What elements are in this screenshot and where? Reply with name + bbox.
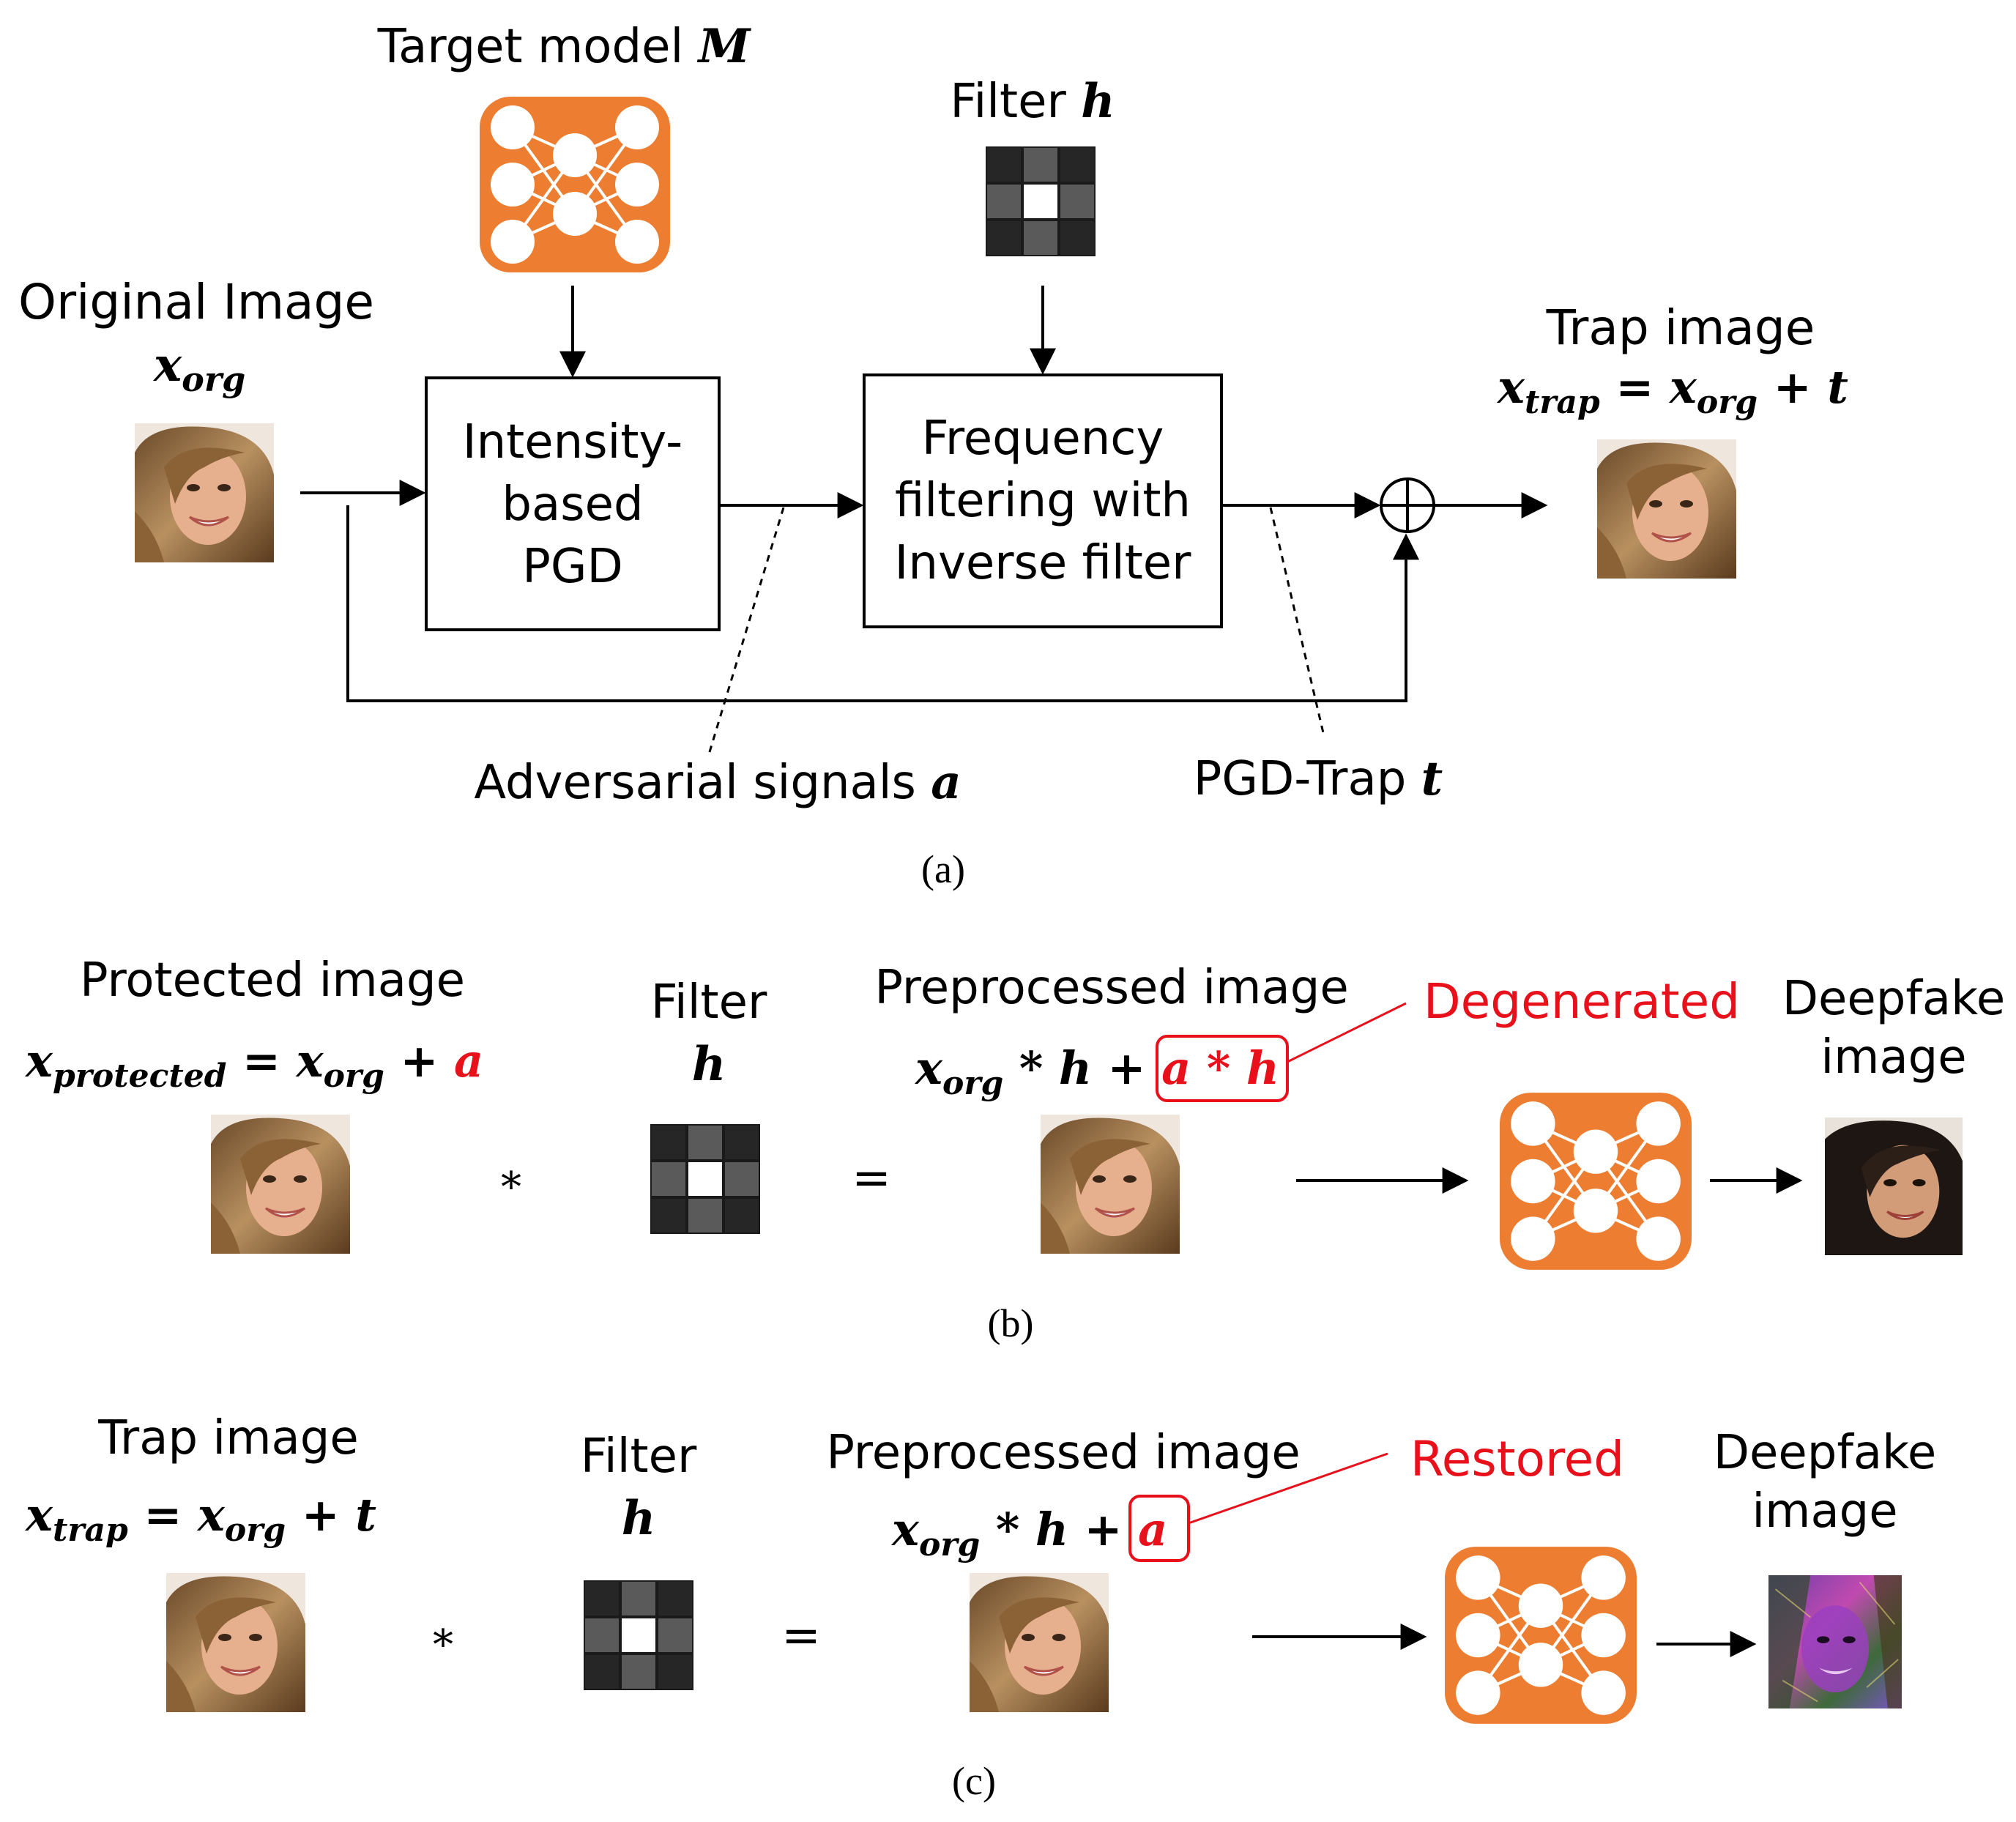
deepfake-face-photo-b (1825, 1117, 1963, 1256)
deepfake-label-b-2: image (1820, 1030, 1966, 1085)
flow-arrows-a (300, 286, 1548, 702)
trap-face-photo-c (165, 1573, 306, 1712)
filter-label-a: Filter h (950, 74, 1115, 129)
panel-c: Trap image xtrap = xorg + t * Filter h =… (24, 1411, 1936, 1803)
preprocessed-face-photo-c (969, 1573, 1109, 1712)
intensity-pgd-box (425, 376, 721, 631)
callout-line-c (1188, 1452, 1388, 1525)
preprocessed-face-photo-b (1040, 1115, 1180, 1254)
filter-symbol-b: h (692, 1037, 726, 1092)
highlight-box-b (1156, 1035, 1289, 1102)
deepfake-label-c-1: Deepfake (1714, 1426, 1937, 1480)
callout-line-b (1287, 1002, 1407, 1063)
frequency-filter-box (863, 373, 1223, 628)
original-image-label: Original Image (18, 274, 374, 330)
filter-kernel-icon-b (650, 1124, 760, 1234)
equals-b: = (852, 1151, 891, 1205)
sum-junction-icon (1380, 477, 1435, 533)
pre-formula-c: xorg * h + a (890, 1503, 1167, 1563)
trap-face-photo-a (1596, 439, 1737, 579)
target-model-network-icon (480, 97, 670, 272)
filter-kernel-icon-c (584, 1580, 693, 1690)
preprocessed-label-b: Preprocessed image (874, 961, 1348, 1015)
deepfake-network-icon-b (1500, 1093, 1692, 1270)
box1-line-3: PGD (522, 540, 622, 594)
box1-line-1: Intensity- (463, 415, 683, 469)
trap-formula-c: xtrap = xorg + t (24, 1488, 376, 1549)
box2-line-3: Inverse filter (895, 536, 1192, 590)
deepfake-face-photo-c (1768, 1574, 1902, 1709)
filter-symbol-c: h (622, 1491, 656, 1546)
degenerated-status: Degenerated (1424, 973, 1740, 1030)
caption-b: (b) (988, 1301, 1034, 1345)
original-face-photo (134, 423, 275, 562)
equals-c: = (781, 1609, 821, 1663)
filter-kernel-icon-a (986, 146, 1096, 256)
pre-formula-b: xorg * h + a * h (914, 1041, 1279, 1102)
pgd-trap-label: PGD-Trap t (1194, 751, 1443, 806)
deepfake-label-c-2: image (1752, 1484, 1897, 1539)
target-model-label: Target model M (377, 19, 752, 74)
preprocessed-label-c: Preprocessed image (826, 1426, 1300, 1480)
adversarial-signals-label: Adversarial signals a (474, 755, 961, 810)
trap-image-label-c: Trap image (97, 1411, 359, 1465)
box2-line-2: filtering with (895, 474, 1191, 528)
protected-formula: xprotected = xorg + a (24, 1034, 483, 1095)
box2-line-1: Frequency (922, 412, 1164, 466)
highlight-box-c (1128, 1495, 1190, 1562)
protected-image-label: Protected image (80, 953, 465, 1008)
caption-c: (c) (952, 1759, 996, 1803)
deepfake-label-b-1: Deepfake (1782, 972, 2006, 1026)
convolution-op-c: * (433, 1621, 453, 1669)
panel-a: Target model M Filter h Original Image x… (18, 19, 1848, 891)
filter-label-c: Filter (581, 1429, 697, 1484)
trap-image-label-a: Trap image (1546, 300, 1815, 356)
panel-b: Protected image xprotected = xorg + a * … (24, 953, 2005, 1345)
original-image-symbol: xorg (152, 338, 245, 399)
deepfake-network-icon-c (1445, 1547, 1637, 1724)
flow-arrows-c (1252, 1624, 1757, 1657)
filter-label-b: Filter (651, 975, 767, 1030)
protected-face-photo (210, 1115, 351, 1254)
box1-line-2: based (502, 477, 643, 532)
signal-pointer-lines (707, 507, 1325, 755)
convolution-op-b: * (501, 1164, 521, 1211)
restored-status: Restored (1410, 1431, 1624, 1487)
caption-a: (a) (921, 847, 965, 891)
trap-formula-a: xtrap = xorg + t (1496, 360, 1848, 421)
